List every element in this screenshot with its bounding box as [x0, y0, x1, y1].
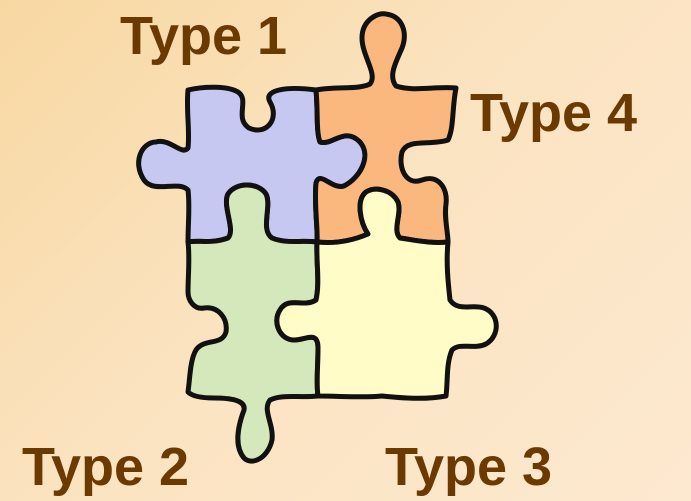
label-type-1: Type 1	[120, 9, 287, 63]
label-type-2: Type 2	[22, 440, 189, 494]
label-type-3: Type 3	[385, 440, 552, 494]
label-type-4: Type 4	[470, 86, 637, 140]
